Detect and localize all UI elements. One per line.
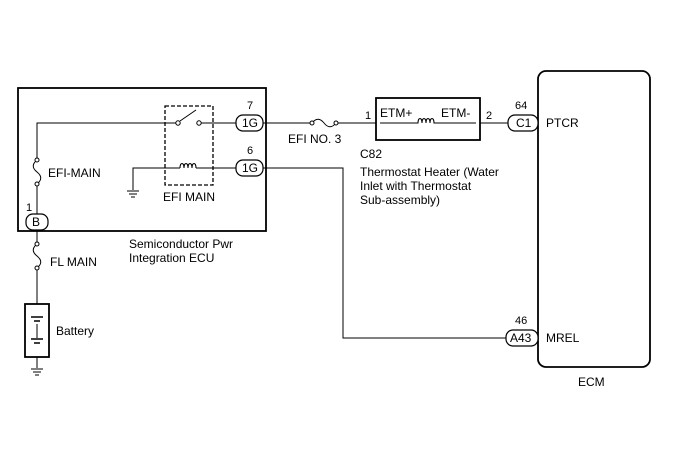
ecm-box [537, 70, 651, 368]
efi-no3-fuse [311, 118, 337, 128]
battery-icon [31, 316, 43, 344]
relay-coil-icon [179, 163, 197, 169]
heater-connector-id: C82 [360, 147, 382, 161]
ecu-pin-7-number: 7 [247, 100, 253, 112]
ecm-mrel-signal: MREL [546, 331, 580, 345]
heater-pin2-number: 2 [486, 110, 492, 122]
ecm-ptcr-signal: PTCR [546, 116, 579, 130]
ecm-mrel-connector-label: A43 [510, 331, 532, 345]
ecu-pin-b-number: 1 [26, 202, 32, 214]
ecm-ptcr-connector [507, 114, 539, 132]
ecu-internal-wire-efi-main [36, 122, 176, 160]
ecu-box [17, 87, 267, 232]
ecm-mrel-pin-number: 46 [515, 315, 527, 327]
heater-name-line3: Sub-assembly) [360, 193, 440, 207]
ecu-name-line1: Semiconductor Pwr [129, 237, 233, 251]
heater-element-icon [380, 118, 476, 124]
efi-main-fuse-label: EFI-MAIN [48, 166, 101, 180]
ecm-ptcr-pin-number: 64 [515, 100, 527, 112]
heater-terminal-minus: ETM- [441, 106, 470, 120]
ecm-ptcr-connector-label: C1 [516, 116, 532, 130]
fl-main-fuse [32, 243, 42, 269]
ecu-pin-b-label: B [32, 215, 40, 229]
relay-contact-right [196, 120, 202, 126]
wire-pin6-to-mrel [263, 167, 506, 339]
ground-icon [127, 190, 139, 198]
battery-label: Battery [56, 324, 94, 338]
relay-switch-arm [179, 109, 197, 122]
efi-main-relay-box [164, 105, 214, 186]
ecu-pin-6-number: 6 [247, 145, 253, 157]
efi-no3-fuse-label: EFI NO. 3 [288, 132, 342, 146]
ecm-name: ECM [578, 375, 605, 389]
relay-contact-left [175, 120, 181, 126]
efi-main-fuse [32, 159, 42, 185]
efi-main-relay-label: EFI MAIN [163, 190, 215, 204]
ecu-name-line2: Integration ECU [129, 251, 214, 265]
ecu-pin-7-label: 1G [242, 116, 258, 130]
thermostat-heater-box [375, 97, 481, 141]
fl-main-fuse-label: FL MAIN [50, 255, 97, 269]
heater-pin1-number: 1 [365, 110, 371, 122]
battery-ground-icon [31, 368, 43, 376]
heater-terminal-plus: ETM+ [380, 106, 412, 120]
heater-name-line2: Inlet with Thermostat [360, 179, 472, 193]
heater-name-line1: Thermostat Heater (Water [360, 165, 499, 179]
ecu-pin-6-label: 1G [242, 161, 258, 175]
